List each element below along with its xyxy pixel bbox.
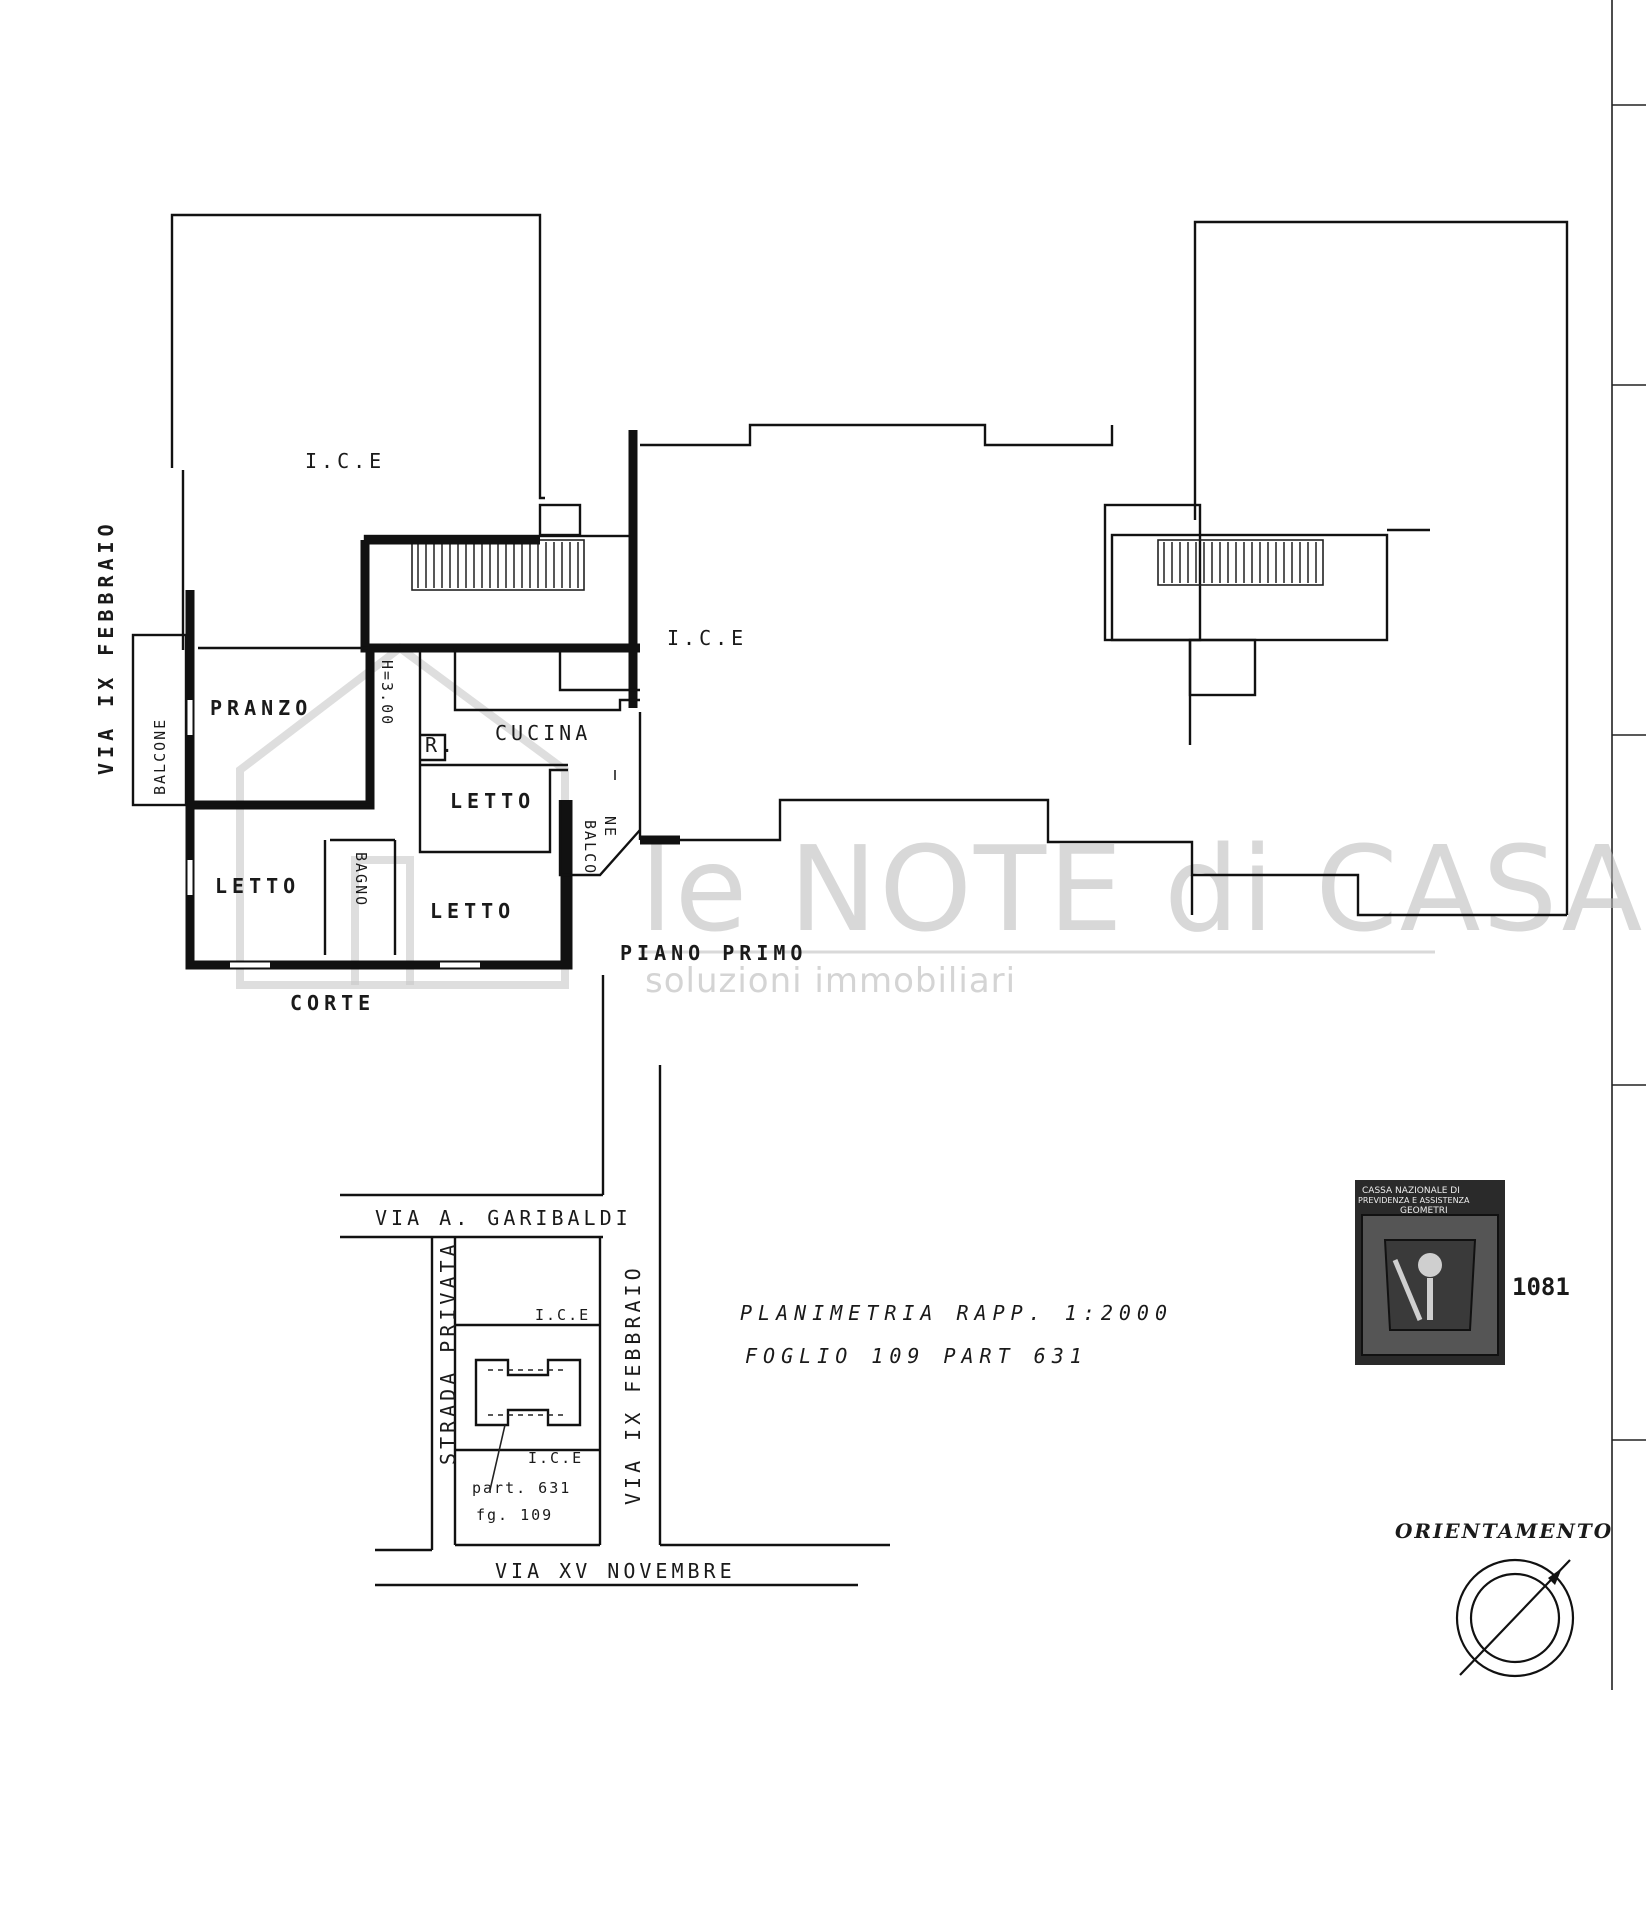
sheet-right-edge — [1611, 0, 1646, 1690]
street-via-ix-febbraio-left: VIA IX FEBBRAIO — [94, 519, 118, 775]
watermark-tagline: soluzioni immobiliari — [645, 961, 1016, 1001]
area-ice-center: I.C.E — [667, 626, 747, 650]
stamp-text-2: PREVIDENZA E ASSISTENZA — [1358, 1196, 1470, 1205]
site-ice-top: I.C.E — [535, 1306, 590, 1324]
watermark: le NOTE di CASA soluzioni immobiliari — [236, 642, 1644, 1001]
site-street-xv-novembre: VIA XV NOVEMBRE — [495, 1559, 736, 1583]
room-letto-2: LETTO — [215, 874, 300, 898]
apartment-walls — [185, 590, 641, 970]
room-letto-1: LETTO — [450, 789, 535, 813]
room-bagno: BAGNO — [352, 852, 370, 907]
area-ice-top-left: I.C.E — [305, 449, 385, 473]
stamp-text-3: GEOMETRI — [1400, 1206, 1448, 1216]
building-left-wing — [170, 213, 545, 650]
room-balcone-left: BALCONE — [151, 718, 169, 795]
note-foglio: FOGLIO 109 PART 631 — [745, 1344, 1088, 1368]
watermark-brand: le NOTE di CASA — [640, 820, 1644, 958]
stair-right — [1103, 503, 1430, 745]
label-corte: CORTE — [290, 991, 375, 1015]
balcony-left — [131, 633, 188, 807]
room-balcone-right-1: BALCO — [581, 820, 599, 875]
label-piano-primo: PIANO PRIMO — [620, 941, 807, 965]
orientation-label: ORIENTAMENTO — [1395, 1519, 1613, 1543]
site-parcel-2: fg. 109 — [476, 1506, 553, 1524]
stamp-side-number: 1081 — [1512, 1273, 1570, 1301]
site-street-garibaldi: VIA A. GARIBALDI — [375, 1206, 632, 1230]
room-height: H=3.00 — [378, 660, 396, 726]
room-balcone-right-2: NE — [601, 816, 619, 838]
building-right-wing — [1193, 220, 1569, 915]
north-arrow-icon — [1455, 1558, 1575, 1678]
stair-left — [360, 503, 640, 653]
note-planimetria: PLANIMETRIA RAPP. 1:2000 — [740, 1301, 1173, 1325]
site-ice-bottom: I.C.E — [528, 1449, 583, 1467]
site-street-ix-febbraio: VIA IX FEBBRAIO — [621, 1264, 645, 1505]
stamp-text-1: CASSA NAZIONALE DI — [1362, 1186, 1460, 1196]
building-center — [628, 423, 1567, 917]
room-pranzo: PRANZO — [210, 696, 312, 720]
site-plan — [340, 975, 890, 1587]
site-parcel-1: part. 631 — [472, 1479, 571, 1497]
room-r: R. — [425, 733, 457, 757]
site-street-strada-privata: STRADA PRIVATA — [436, 1240, 460, 1465]
room-letto-3: LETTO — [430, 899, 515, 923]
stamp: CASSA NAZIONALE DI PREVIDENZA E ASSISTEN… — [1355, 1180, 1505, 1365]
room-cucina: CUCINA — [495, 721, 591, 745]
